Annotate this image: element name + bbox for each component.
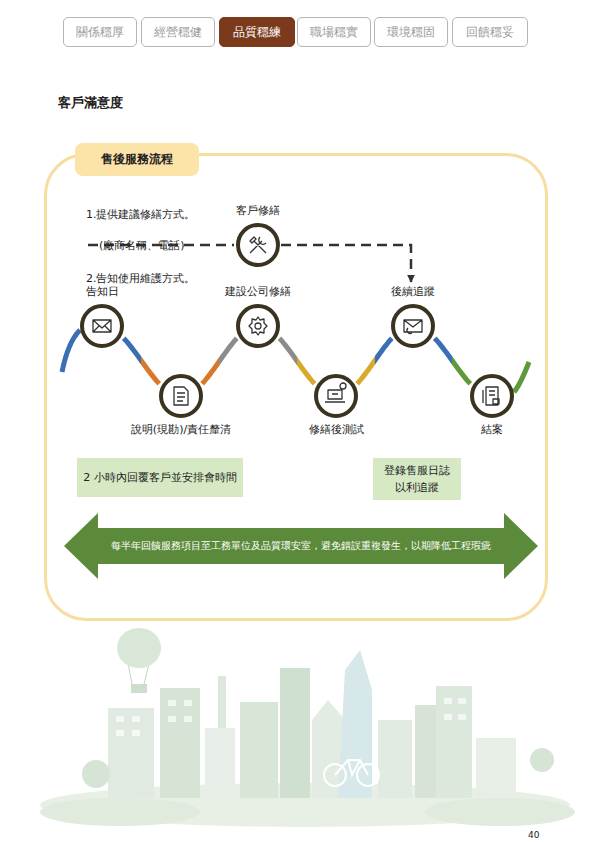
step-icon [468,372,516,420]
nav-tab: 環境穩固 [374,17,448,47]
tab-text: 品質穩練 [233,24,281,41]
wave-connector [124,338,160,383]
dashed-arrow [281,245,411,282]
tab-text: 經營穩健 [154,24,202,41]
step-icon [78,302,126,350]
step-icon [234,302,282,350]
step-label: 後續追蹤 [387,285,439,299]
active-tab: 品質穩練 [219,17,295,47]
tab-text: 回饋穩妥 [466,24,514,41]
note-box: 登錄售服日誌 以利追蹤 [373,458,461,500]
step-circle: 客戶修繕 [232,204,284,269]
panel-heading: 售後服務流程 [75,143,199,176]
wave-connector [357,338,392,383]
page-title: 客戶滿意度 [58,94,595,112]
step-label: 客戶修繕 [232,204,284,218]
step-label: 結案 [466,423,518,437]
step-circle: 後續追蹤 [387,285,439,350]
step-circle: 結案 [466,372,518,437]
step-label: 修繕後測試 [307,423,366,437]
tab-text: 關係穩厚 [76,24,124,41]
step-label: 告知日 [76,285,128,299]
band-text: 每半年回饋服務項目至工務單位及品質環安室，避免錯誤重複發生，以期降低工程瑕疵 [111,540,491,553]
double-arrow-band: 每半年回饋服務項目至工務單位及品質環安室，避免錯誤重複發生，以期降低工程瑕疵 [64,513,538,579]
note-text: 2.告知使用維護方式。 [86,272,595,286]
nav-tab: 職場穩實 [297,17,371,47]
wave-connector [202,338,237,383]
step-circle: 修繕後測試 [307,372,366,437]
step-circle: 告知日 [76,285,128,350]
note-box: 2 小時內回覆客戶並安排會時間 [77,458,243,497]
process-panel: 告知日說明(現勘)/責任釐清 建設公司修繕修繕後測試 後續追蹤結案 客戶修繕 2 小時內… [44,153,548,621]
step-label: 建設公司修繕 [223,285,293,299]
page-number: 40 [528,828,595,842]
note-text: (廠商名稱、電話) [99,239,595,253]
tab-text: 環境穩固 [387,24,435,41]
step-icon [234,221,282,269]
step-circle: 說明(現勘)/責任釐清 [129,372,234,437]
wave-connector [279,338,314,383]
note-text: 登錄售服日誌 以利追蹤 [379,462,455,496]
tab-text: 職場穩實 [310,24,358,41]
note-text: 2 小時內回覆客戶並安排會時間 [83,469,237,486]
step-icon [389,302,437,350]
step-icon [312,372,360,420]
nav-tab: 關係穩厚 [63,17,137,47]
step-circle: 建設公司修繕 [223,285,293,350]
nav-tab: 經營穩健 [141,17,215,47]
wave-connector [435,338,471,383]
step-label: 說明(現勘)/責任釐清 [129,423,234,437]
nav-tab: 回饋穩妥 [452,17,528,47]
step-icon [157,372,205,420]
note-text: 1.提供建議修繕方式。 [86,208,595,222]
